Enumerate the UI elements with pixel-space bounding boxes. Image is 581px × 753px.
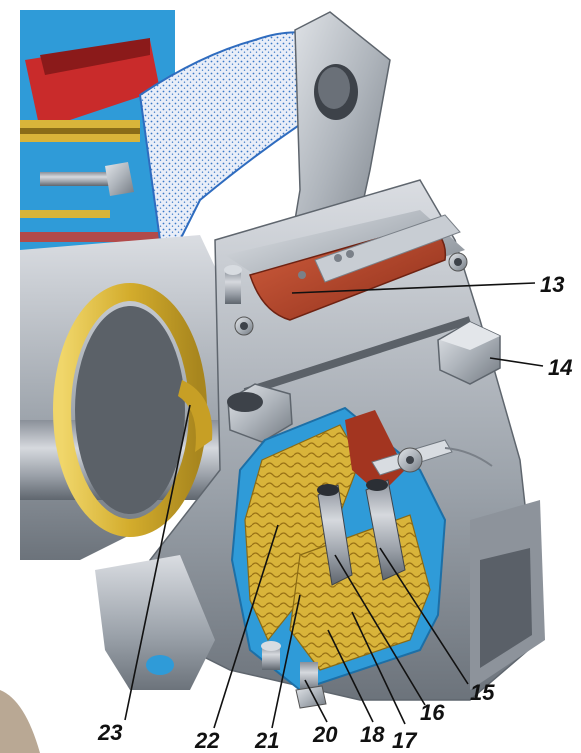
label-15: 15 xyxy=(470,680,495,705)
brake-pad-assembly xyxy=(225,210,465,321)
label-17: 17 xyxy=(392,728,418,753)
leader-17 xyxy=(351,611,406,725)
leader-20 xyxy=(304,679,328,723)
clamp-ring xyxy=(53,283,213,537)
label-13: 13 xyxy=(540,272,564,297)
pivot-pin-left xyxy=(224,265,254,336)
hex-nut-14 xyxy=(437,321,501,385)
lower-foot xyxy=(95,555,215,690)
leader-18 xyxy=(327,629,374,723)
bolt-horizontal xyxy=(40,162,134,196)
leader-21 xyxy=(271,594,301,729)
upper-housing-cutaway xyxy=(20,10,175,262)
label-18: 18 xyxy=(360,722,385,747)
bottom-bolt-18 xyxy=(261,641,281,670)
leader-16 xyxy=(334,554,426,706)
label-23: 23 xyxy=(97,720,122,745)
locking-pin xyxy=(371,439,493,476)
label-20: 20 xyxy=(312,722,338,747)
leader-13 xyxy=(291,282,536,294)
label-14: 14 xyxy=(548,355,572,380)
label-21: 21 xyxy=(254,728,279,753)
callout-lines xyxy=(124,282,544,729)
pivot-nut-right xyxy=(448,252,468,272)
label-16: 16 xyxy=(420,700,445,725)
hex-nut-left xyxy=(227,383,293,443)
tension-rod xyxy=(243,316,472,396)
piston-rod-15 xyxy=(365,479,406,581)
leader-15 xyxy=(379,547,469,685)
piston-rod-16 xyxy=(317,484,353,586)
bottom-bolt-20 xyxy=(295,662,327,709)
hydraulic-chamber xyxy=(345,410,405,495)
leader-14 xyxy=(489,357,544,367)
leader-23 xyxy=(124,404,191,721)
label-22: 22 xyxy=(194,728,220,753)
leader-22 xyxy=(213,524,279,729)
corner-fragment xyxy=(0,690,40,753)
